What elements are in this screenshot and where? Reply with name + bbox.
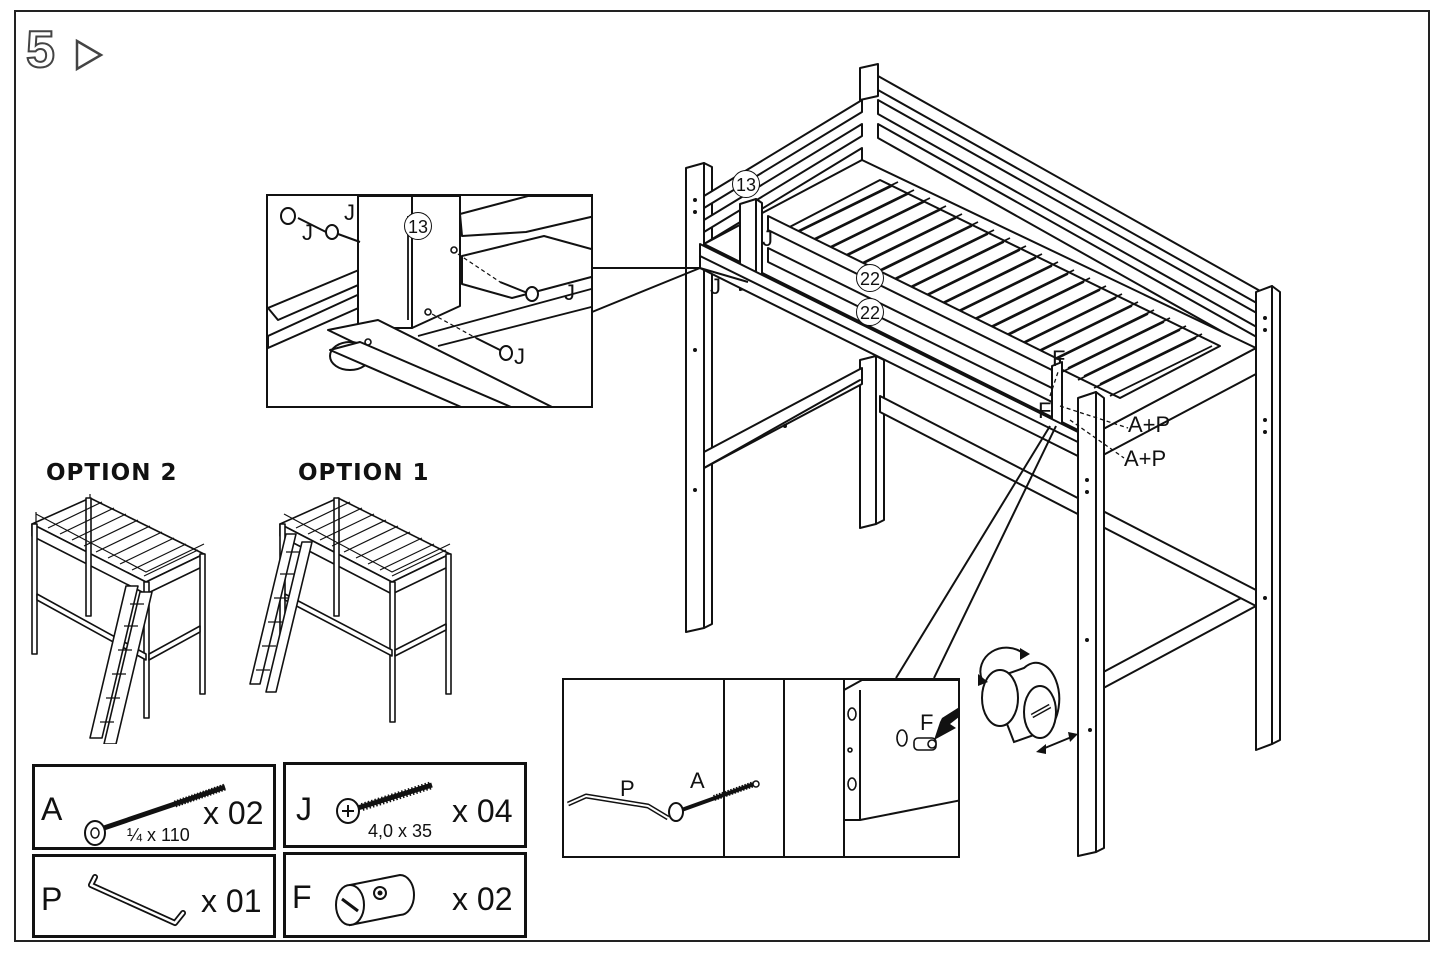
allen-key-icon: [88, 874, 186, 926]
hardware-p-qty: x 01: [201, 883, 262, 919]
part-22-callout-lower: 22: [856, 298, 884, 326]
hardware-p-letter: P: [41, 881, 63, 917]
option-2-bed-thumbnail: [31, 494, 206, 744]
barrel-nut-icon: [335, 873, 415, 927]
hardware-f-letter: F: [292, 879, 312, 915]
hardware-a-size: ¼ x 110: [127, 825, 190, 845]
hardware-j-letter: J: [296, 791, 312, 827]
hardware-f-qty: x 02: [452, 881, 513, 917]
label-f-bottom: F: [1038, 398, 1052, 423]
detail-label-f: F: [920, 710, 934, 735]
detail-box-guard-rail-screws: 13 J J J J: [266, 194, 593, 408]
label-j-top: J: [762, 226, 773, 251]
wood-screw-icon: [336, 781, 434, 824]
label-a-plus-p-bottom: A+P: [1124, 446, 1167, 471]
detail-box-bolt-insertion: P A F: [562, 678, 960, 858]
hardware-j-qty: x 04: [452, 793, 513, 829]
hardware-box-f: F x 02: [283, 852, 527, 938]
option-1-bed-thumbnail: [249, 497, 452, 723]
long-bolt-icon: [84, 783, 227, 846]
detail-label-j-4: J: [514, 344, 525, 369]
guard-rail-joint-drawing: [268, 196, 591, 406]
detail-part-13-callout: 13: [404, 212, 432, 240]
hardware-a-qty: x 02: [203, 795, 264, 831]
hardware-j-size: 4,0 x 35: [368, 821, 433, 841]
label-a-plus-p-top: A+P: [1128, 412, 1171, 437]
step-number: 5: [25, 21, 56, 79]
detail-label-j-2: J: [302, 220, 313, 245]
detail-label-j-1: J: [344, 200, 355, 225]
barrel-nut-rotation-icon: [978, 646, 1078, 754]
detail-label-p: P: [620, 776, 635, 801]
play-triangle-icon: [75, 38, 104, 72]
option-1-label: OPTION 1: [298, 460, 430, 486]
hardware-box-j: J 4,0 x 35 x 04: [283, 762, 527, 848]
part-22-callout-upper: 22: [856, 264, 884, 292]
label-j-left: J: [710, 274, 721, 299]
hardware-box-a: A ¼ x 110 x 02: [32, 764, 276, 850]
page-frame: [14, 10, 1430, 942]
bolt-insertion-drawing: [566, 680, 958, 856]
hardware-box-p: P x 01: [32, 854, 276, 938]
detail-label-a: A: [690, 768, 705, 793]
option-2-label: OPTION 2: [46, 460, 178, 486]
part-13-callout: 13: [732, 170, 760, 198]
detail-label-j-3: J: [564, 280, 575, 305]
label-f-top: F: [1052, 346, 1066, 371]
hardware-a-letter: A: [41, 791, 63, 827]
